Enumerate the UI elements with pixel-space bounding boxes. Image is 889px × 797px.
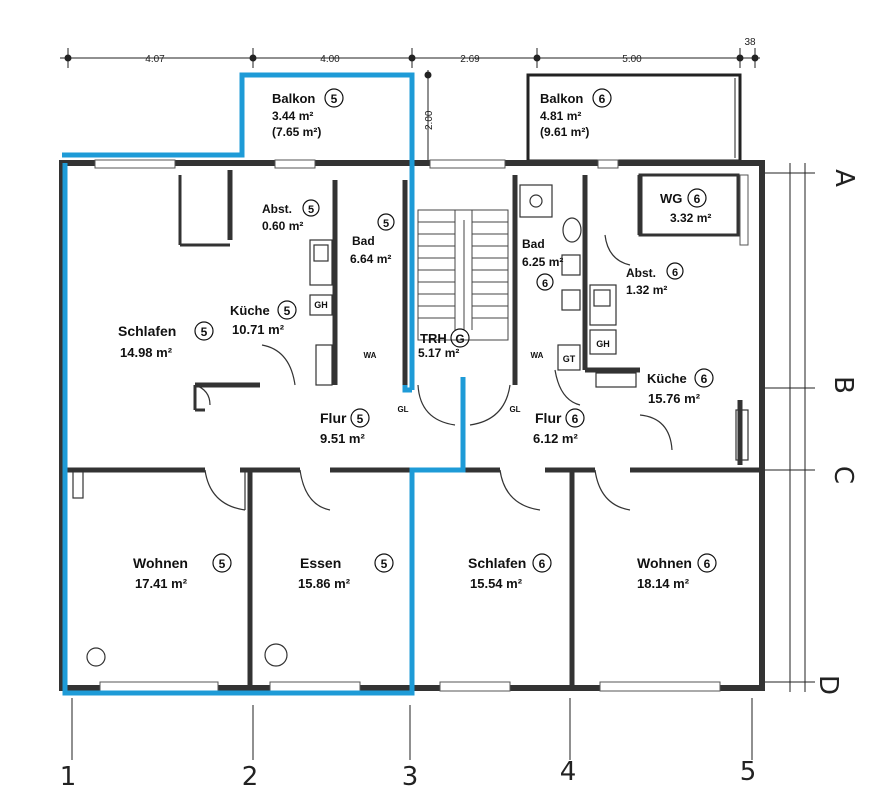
- wa-label-right: WA: [531, 351, 544, 360]
- balkon-5-unit: 5: [331, 92, 338, 106]
- bottom-axis-lines: [71, 698, 753, 760]
- axis-col-1: 1: [60, 762, 77, 792]
- door-swings: [194, 234, 673, 511]
- abst-6-unit: 6: [672, 267, 678, 279]
- axis-row-b: B: [828, 376, 858, 394]
- bad-6-area: 6.25 m²: [522, 255, 563, 269]
- schlafen-6-unit: 6: [539, 557, 546, 571]
- wg-6-name: WG: [660, 191, 682, 206]
- trh-unit: G: [455, 332, 464, 346]
- dim-label-2: 4.00: [320, 54, 340, 65]
- essen-5-name: Essen: [300, 555, 341, 571]
- abst-6-name: Abst.: [626, 266, 656, 280]
- closet-walls: [178, 175, 230, 412]
- flur-6-name: Flur: [535, 410, 562, 426]
- abst-6-area: 1.32 m²: [626, 283, 667, 297]
- balkon-6-area: 4.81 m²: [540, 109, 581, 123]
- wg-6-area: 3.32 m²: [670, 211, 711, 225]
- schlafen-6-name: Schlafen: [468, 555, 526, 571]
- wohnen-6-name: Wohnen: [637, 555, 692, 571]
- kueche-5-area: 10.71 m²: [232, 322, 285, 337]
- flur-5-name: Flur: [320, 410, 347, 426]
- axis-col-2: 2: [242, 762, 259, 792]
- axis-col-5: 5: [740, 757, 757, 787]
- bad-5-unit: 5: [383, 218, 389, 230]
- unit-5-highlight: [62, 72, 415, 390]
- staircase: [417, 209, 509, 341]
- kitchen-5-fixtures: [309, 239, 333, 386]
- flur-5-area: 9.51 m²: [320, 431, 365, 446]
- top-windows: [94, 159, 749, 246]
- dimension-line-top: [60, 48, 760, 68]
- essen-5-unit: 5: [381, 557, 388, 571]
- kueche-5-unit: 5: [284, 304, 291, 318]
- balkon-5-name: Balkon: [272, 91, 315, 106]
- kueche-6-name: Küche: [647, 371, 687, 386]
- corner-markers: [72, 469, 288, 667]
- gh-label-6: GH: [596, 339, 610, 349]
- dim-label-vertical: 2.00: [424, 110, 435, 130]
- flur-5-unit: 5: [357, 412, 364, 426]
- dim-label-4: 5.00: [622, 54, 642, 65]
- unit-5-highlight-2: [62, 163, 466, 696]
- kitchen-6-fixtures: [589, 284, 749, 461]
- dim-label-5: 38: [744, 37, 756, 48]
- wohnen-6-area: 18.14 m²: [637, 576, 690, 591]
- axis-col-3: 3: [402, 762, 419, 792]
- gl-label-left: GL: [397, 405, 408, 414]
- kueche-5-name: Küche: [230, 303, 270, 318]
- schlafen-5-unit: 5: [201, 325, 208, 339]
- axis-row-c: C: [828, 466, 858, 484]
- kueche-6-unit: 6: [701, 372, 708, 386]
- trh-name: TRH: [420, 331, 447, 346]
- axis-row-d: D: [813, 675, 843, 695]
- wg-6-unit: 6: [694, 192, 701, 206]
- schlafen-6-area: 15.54 m²: [470, 576, 523, 591]
- dim-label-1: 4.07: [145, 54, 165, 65]
- dim-label-3: 2.69: [460, 54, 480, 65]
- wohnen-6-unit: 6: [704, 557, 711, 571]
- bath-6-fixtures: [519, 184, 582, 371]
- gt-label: GT: [563, 354, 576, 364]
- wohnen-5-unit: 5: [219, 557, 226, 571]
- wa-label-left: WA: [364, 351, 377, 360]
- unit-5-highlight-3: [402, 385, 412, 393]
- flur-6-unit: 6: [572, 412, 579, 426]
- trh-area: 5.17 m²: [418, 346, 459, 360]
- gh-label-5: GH: [314, 300, 328, 310]
- bad-6-unit: 6: [542, 278, 548, 290]
- schlafen-5-name: Schlafen: [118, 323, 176, 339]
- bad-6-name: Bad: [522, 237, 545, 251]
- balkon-6-name: Balkon: [540, 91, 583, 106]
- wohnen-5-area: 17.41 m²: [135, 576, 188, 591]
- essen-5-area: 15.86 m²: [298, 576, 351, 591]
- balkon-5-area2: (7.65 m²): [272, 125, 321, 139]
- bad-5-area: 6.64 m²: [350, 252, 391, 266]
- schlafen-5-area: 14.98 m²: [120, 345, 173, 360]
- balkon-6-area2: (9.61 m²): [540, 125, 589, 139]
- flur-6-area: 6.12 m²: [533, 431, 578, 446]
- axis-row-a: A: [829, 169, 859, 187]
- abst-5-area: 0.60 m²: [262, 219, 303, 233]
- axis-col-4: 4: [560, 757, 577, 787]
- abst-5-name: Abst.: [262, 202, 292, 216]
- dimension-line-vertical: [424, 70, 432, 160]
- wohnen-5-name: Wohnen: [133, 555, 188, 571]
- abst-5-unit: 5: [308, 204, 314, 216]
- gl-label-right: GL: [509, 405, 520, 414]
- balkon-6-unit: 6: [599, 92, 606, 106]
- kueche-6-area: 15.76 m²: [648, 391, 701, 406]
- balkon-5-area: 3.44 m²: [272, 109, 313, 123]
- right-axis-lines: [765, 163, 815, 692]
- bad-5-name: Bad: [352, 234, 375, 248]
